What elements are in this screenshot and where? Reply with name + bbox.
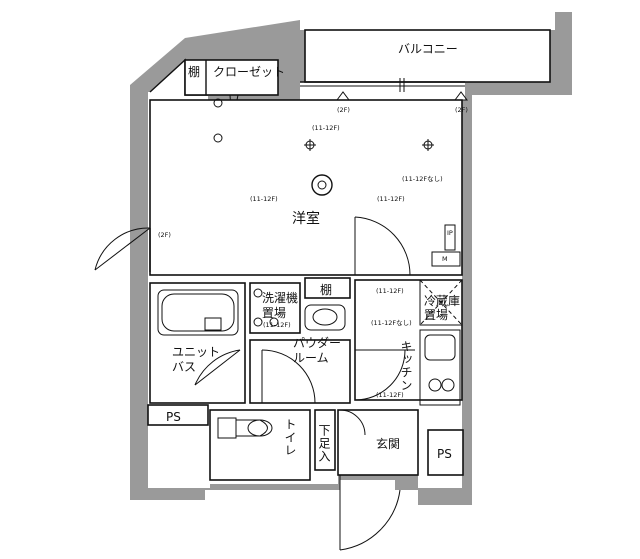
ceiling-light-icon [311,174,333,196]
washer-space-area [249,282,301,334]
closet-area [184,59,279,96]
powder-room-label: パウダー ルーム [293,336,342,365]
ps-left-label: PS [166,410,181,424]
ceiling-light-icon [304,139,316,151]
shoe-box-label: 下足入 [317,424,331,463]
note-2f: (2F) [455,106,468,114]
balcony-area [304,29,551,83]
western-room-area [149,99,463,276]
note-11-12f: (11-12F) [376,287,404,295]
western-room-label: 洋室 [292,211,320,227]
entrance-area [337,409,419,476]
entrance-label: 玄関 [376,437,401,451]
closet-shelf-label: 棚 [188,65,201,79]
powder-shelf-label: 棚 [320,283,333,297]
kitchen-label: キッチン [399,340,413,392]
ceiling-light-icon [422,139,434,151]
toilet-label: トイレ [283,418,297,457]
balcony-label: バルコニー [398,42,458,56]
ps-left-area [147,404,209,426]
shoe-box-area [314,409,336,471]
panel-m-label: M [442,255,448,263]
ps-right-label: PS [437,447,452,461]
powder-room-area [249,339,351,404]
note-11-12f: (11-12F) [312,124,340,132]
panel-ip-label: IP [447,229,453,237]
fridge-space-label: 冷蔵庫 置場 [424,294,461,323]
note-11-12f: (11-12F) [376,391,404,399]
aircon-sleeve-icon [213,98,223,108]
aircon-sleeve-icon [213,133,223,143]
closet-label: クローゼット [213,65,286,79]
note-11-12f: (11-12F) [377,195,405,203]
washer-space-label: 洗濯機 置場 [262,291,299,320]
note-2f: (2F) [337,106,350,114]
note-11-12f-none: (11-12Fなし) [371,319,412,327]
note-11-12f: (11-12F) [263,321,291,329]
note-11-12f-none: (11-12Fなし) [402,175,443,183]
note-11-12f: (11-12F) [250,195,278,203]
note-2f: (2F) [158,231,171,239]
unit-bath-area [149,282,246,404]
ps-right-area [427,429,464,476]
toilet-area [209,409,311,481]
unit-bath-label: ユニット バス [172,345,221,374]
